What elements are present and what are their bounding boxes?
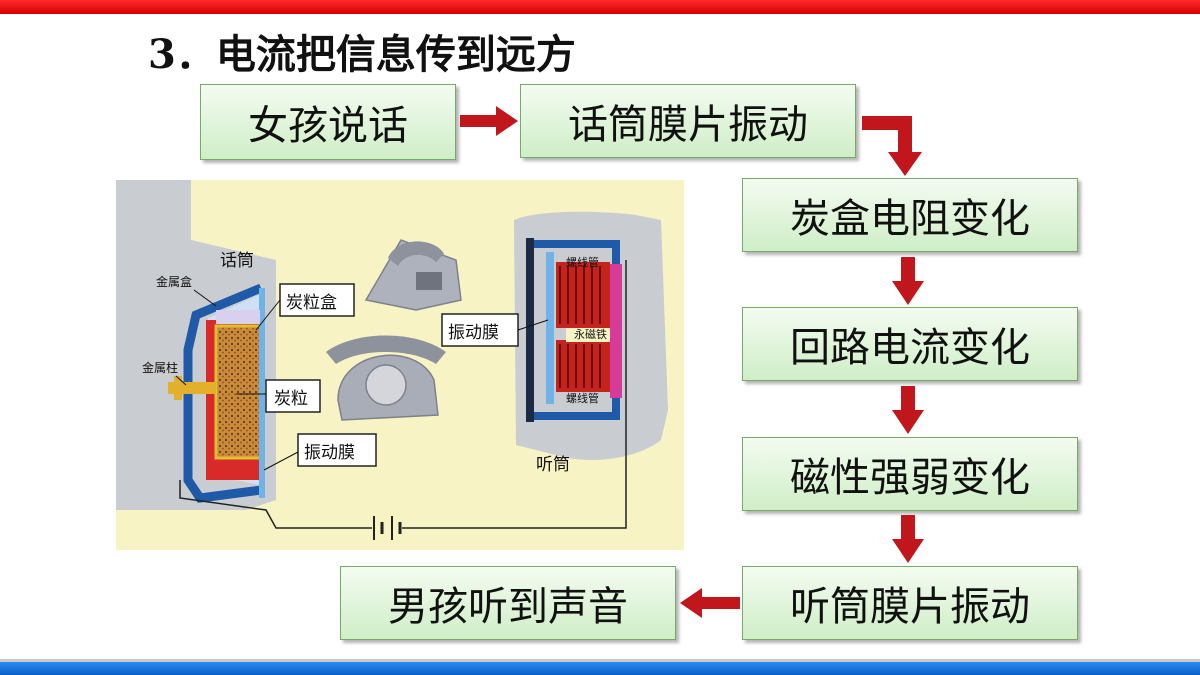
- solenoid-bottom: [556, 340, 610, 392]
- solenoid-top: [556, 262, 610, 328]
- page-title: 3．电流把信息传到远方: [148, 31, 576, 78]
- label-receiver-diaphragm: 振动膜: [448, 323, 499, 343]
- box-mic-diaphragm: 话筒膜片振动: [520, 84, 856, 158]
- box-circuit-current: 回路电流变化: [742, 307, 1078, 381]
- label-carbon-box: 炭粒盒: [286, 293, 337, 313]
- desk-phone-icon: [364, 239, 462, 311]
- label-mic-diaphragm: 振动膜: [304, 443, 355, 463]
- label-metal-post: 金属柱: [142, 360, 178, 375]
- label-permanent-magnet: 永磁铁: [574, 327, 607, 341]
- box-magnetism: 磁性强弱变化: [742, 437, 1078, 511]
- label-solenoid-top: 螺线管: [566, 255, 599, 269]
- box-receiver-diaphragm: 听筒膜片振动: [742, 566, 1078, 640]
- label-solenoid-bottom: 螺线管: [566, 391, 599, 405]
- arrow-right-1: [460, 106, 518, 136]
- arrow-down-1: [892, 257, 924, 305]
- box-boy-hears: 男孩听到声音: [340, 566, 676, 640]
- arrow-elbow-down: [862, 116, 922, 176]
- arrow-down-3: [892, 515, 924, 563]
- label-carbon-grains: 炭粒: [274, 389, 308, 409]
- label-receiver: 听筒: [536, 455, 570, 475]
- battery-icon: [373, 516, 402, 540]
- arrow-left-1: [680, 588, 740, 618]
- label-metal-box: 金属盒: [156, 274, 192, 289]
- telephone-diagram: 话筒 金属盒 金属柱 炭粒盒 炭粒 振动膜: [116, 180, 684, 550]
- top-red-bar: [0, 0, 1200, 14]
- label-microphone: 话筒: [220, 251, 254, 271]
- rotary-phone-icon: [326, 335, 446, 421]
- box-carbon-resistance: 炭盒电阻变化: [742, 178, 1078, 252]
- bottom-blue-bar: [0, 659, 1200, 675]
- arrow-down-2: [892, 386, 924, 434]
- box-girl-speaks: 女孩说话: [200, 84, 456, 160]
